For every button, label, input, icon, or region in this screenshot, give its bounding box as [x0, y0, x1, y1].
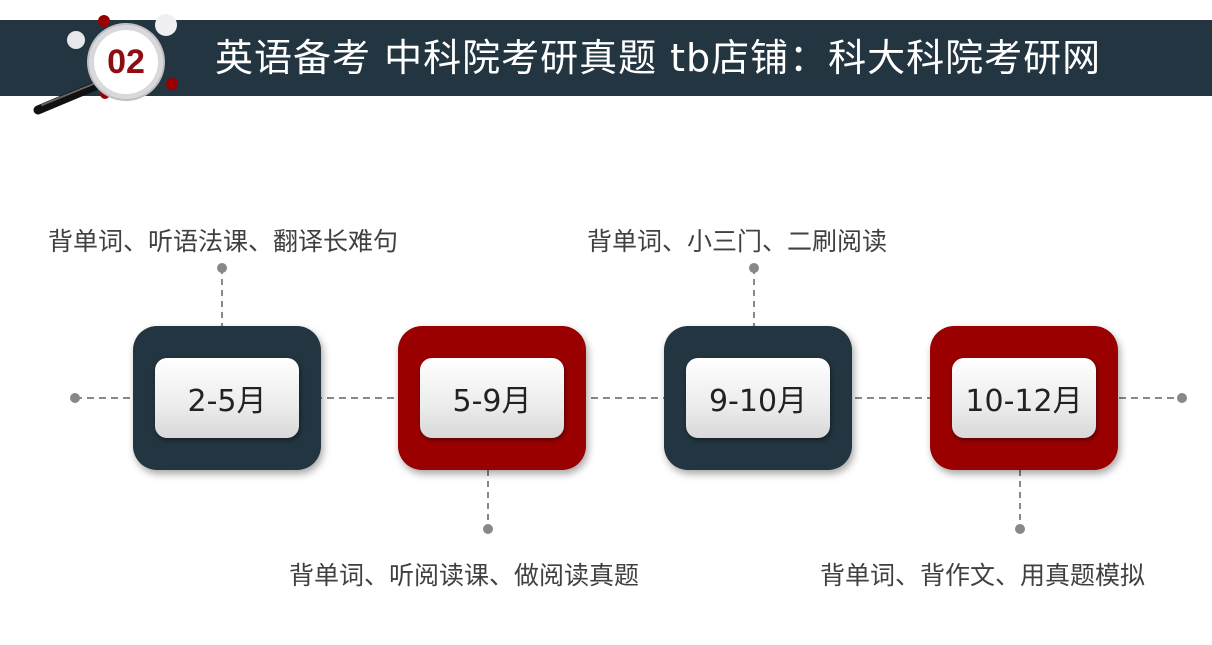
stage-label: 9-10月 — [708, 384, 808, 419]
stage-2-task: 背单词、听阅读课、做阅读真题 — [289, 561, 640, 590]
stage-label: 5-9月 — [452, 384, 532, 419]
page-title: 英语备考 中科院考研真题 tb店铺：科大科院考研网 — [215, 36, 1102, 80]
timeline-end-dot — [1177, 393, 1187, 403]
stage-4-task: 背单词、背作文、用真题模拟 — [820, 561, 1146, 590]
stage-card-inner: 2-5月 — [155, 358, 299, 438]
magnifier-icon — [33, 14, 178, 115]
stage-label: 10-12月 — [965, 384, 1083, 419]
header-bar — [0, 20, 1212, 96]
stage-card-2-5: 2-5月 — [133, 326, 321, 470]
stage-card-inner: 5-9月 — [420, 358, 564, 438]
stage-card-inner: 9-10月 — [686, 358, 830, 438]
stage-4-connector-dot — [1015, 524, 1025, 534]
stage-3-connector-dot — [749, 263, 759, 273]
stage-2-connector-dot — [483, 524, 493, 534]
stage-card-10-12: 10-12月 — [930, 326, 1118, 470]
stage-card-9-10: 9-10月 — [664, 326, 852, 470]
section-number-badge: 02 — [107, 43, 145, 81]
stage-1-connector-dot — [217, 263, 227, 273]
stage-1-task: 背单词、听语法课、翻译长难句 — [48, 227, 399, 256]
stage-label: 2-5月 — [187, 384, 267, 419]
stage-card-inner: 10-12月 — [952, 358, 1096, 438]
timeline-start-dot — [70, 393, 80, 403]
stage-3-task: 背单词、小三门、二刷阅读 — [587, 227, 888, 256]
stage-card-5-9: 5-9月 — [398, 326, 586, 470]
